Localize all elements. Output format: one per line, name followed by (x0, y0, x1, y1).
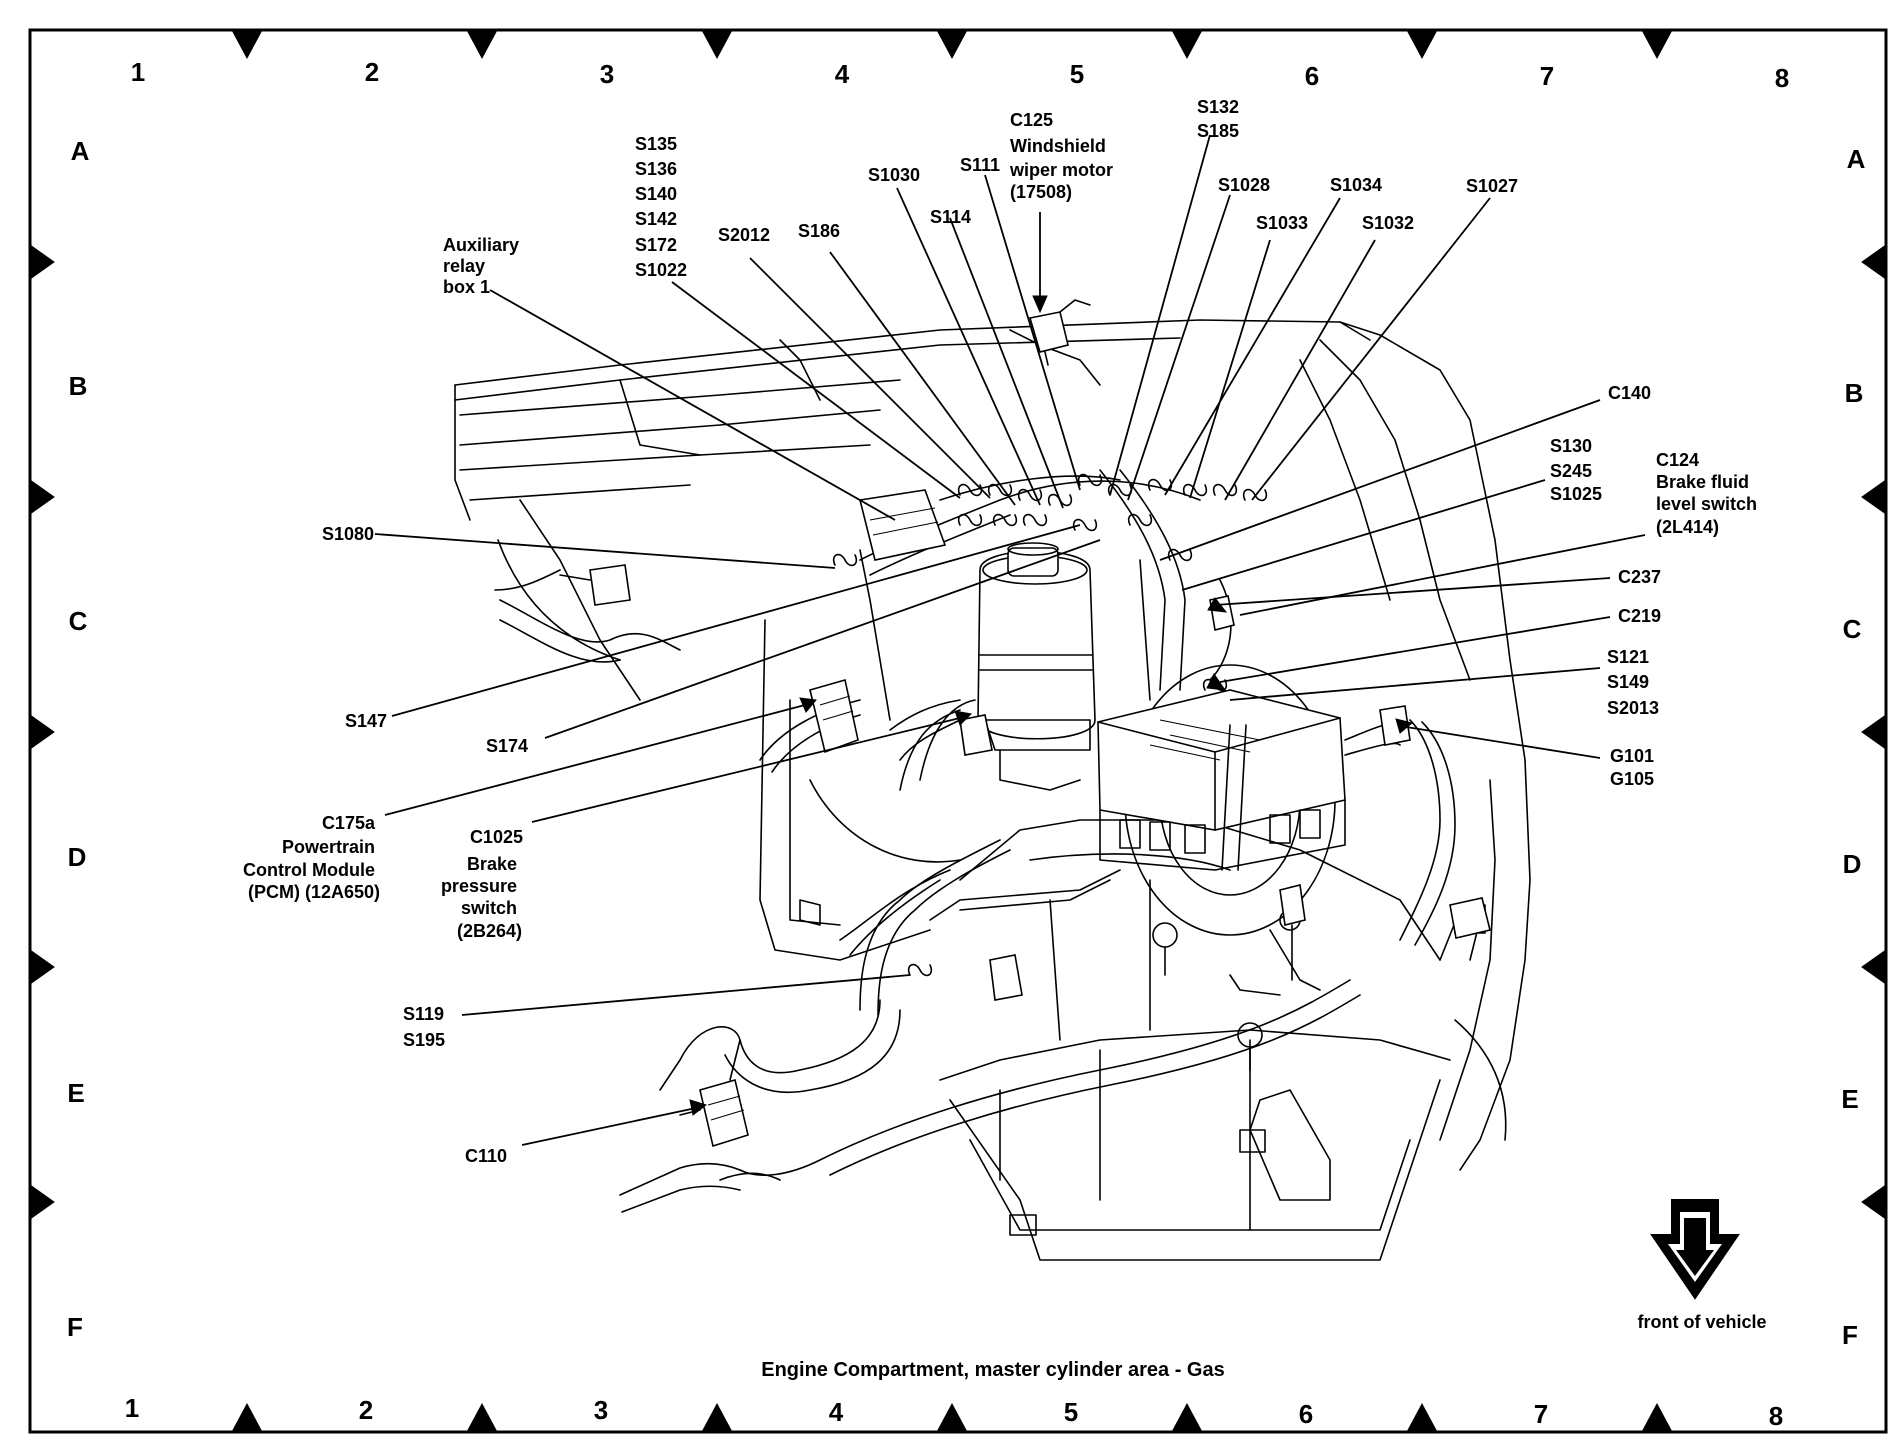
col-label-bottom-5: 5 (1064, 1397, 1078, 1427)
label-s147: S147 (345, 711, 387, 731)
col-label-top-3: 3 (600, 59, 614, 89)
label-s2012: S2012 (718, 225, 770, 245)
label-c1025: C1025 Brake pressure switch (2B264) (441, 827, 528, 941)
label-s132-group: S132 S185 (1197, 97, 1244, 141)
row-label-left-F: F (67, 1312, 83, 1342)
label-s119-group: S119 S195 (403, 1004, 449, 1050)
label-s114: S114 (930, 207, 971, 227)
front-of-vehicle-indicator: front of vehicle (1637, 1199, 1767, 1332)
label-s1034: S1034 (1330, 175, 1382, 195)
callout-labels: Auxiliary relay box 1 S135 S136 S140 S14… (243, 97, 1762, 1166)
label-s1080: S1080 (322, 524, 374, 544)
label-g101-group: G101 G105 (1610, 746, 1659, 789)
col-label-top-2: 2 (365, 57, 379, 87)
col-label-top-6: 6 (1305, 61, 1319, 91)
label-s130-group: S130 S245 S1025 (1550, 436, 1602, 504)
col-label-bottom-6: 6 (1299, 1399, 1313, 1429)
row-label-left-C: C (69, 606, 88, 636)
row-label-right-F: F (1842, 1320, 1858, 1350)
label-c110: C110 (465, 1146, 507, 1166)
row-label-right-B: B (1845, 378, 1864, 408)
label-c237: C237 (1618, 567, 1661, 587)
label-s1032: S1032 (1362, 213, 1414, 233)
label-s174: S174 (486, 736, 528, 756)
label-c124: C124 Brake fluid level switch (2L414) (1656, 450, 1762, 537)
row-label-right-E: E (1841, 1084, 1858, 1114)
col-label-bottom-8: 8 (1769, 1401, 1783, 1431)
diagram-title: Engine Compartment, master cylinder area… (761, 1359, 1225, 1381)
grid-row-labels-right: A B C D E F (1841, 144, 1865, 1350)
col-label-bottom-1: 1 (125, 1393, 139, 1423)
label-s1033: S1033 (1256, 213, 1308, 233)
label-s135-group: S135 S136 S140 S142 S172 S1022 (635, 134, 687, 280)
leader-lines (374, 134, 1646, 1146)
col-label-top-5: 5 (1070, 59, 1084, 89)
label-aux-relay-box: Auxiliary relay box 1 (443, 235, 524, 297)
label-c140: C140 (1608, 383, 1651, 403)
col-label-bottom-7: 7 (1534, 1399, 1548, 1429)
col-label-top-4: 4 (835, 59, 850, 89)
label-s121-group: S121 S149 S2013 (1607, 647, 1659, 718)
label-c175a: C175a Powertrain Control Module (PCM) (1… (243, 813, 380, 902)
label-c219: C219 (1618, 606, 1661, 626)
row-label-left-D: D (68, 842, 87, 872)
row-label-left-B: B (69, 371, 88, 401)
row-label-right-C: C (1843, 614, 1862, 644)
label-s1027: S1027 (1466, 176, 1518, 196)
grid-column-labels-bottom: 1 2 3 4 5 6 7 8 (125, 1393, 1783, 1431)
label-s1030: S1030 (868, 165, 920, 185)
label-s186: S186 (798, 221, 840, 241)
engine-compartment-artwork (454, 299, 1531, 1261)
col-label-top-1: 1 (131, 57, 145, 87)
row-label-right-D: D (1843, 849, 1862, 879)
label-s1028: S1028 (1218, 175, 1270, 195)
row-label-right-A: A (1847, 144, 1866, 174)
label-s111: S111 (960, 155, 1000, 175)
col-label-bottom-3: 3 (594, 1395, 608, 1425)
col-label-top-8: 8 (1775, 63, 1789, 93)
row-label-left-A: A (71, 136, 90, 166)
col-label-bottom-2: 2 (359, 1395, 373, 1425)
row-label-left-E: E (67, 1078, 84, 1108)
front-of-vehicle-label: front of vehicle (1637, 1312, 1766, 1332)
col-label-top-7: 7 (1540, 61, 1554, 91)
label-c125: C125 Windshield wiper motor (17508) (1009, 110, 1118, 202)
border-markers (29, 29, 1887, 1433)
col-label-bottom-4: 4 (829, 1397, 844, 1427)
grid-row-labels-left: A B C D E F (67, 136, 90, 1342)
grid-column-labels-top: 1 2 3 4 5 6 7 8 (131, 57, 1789, 93)
